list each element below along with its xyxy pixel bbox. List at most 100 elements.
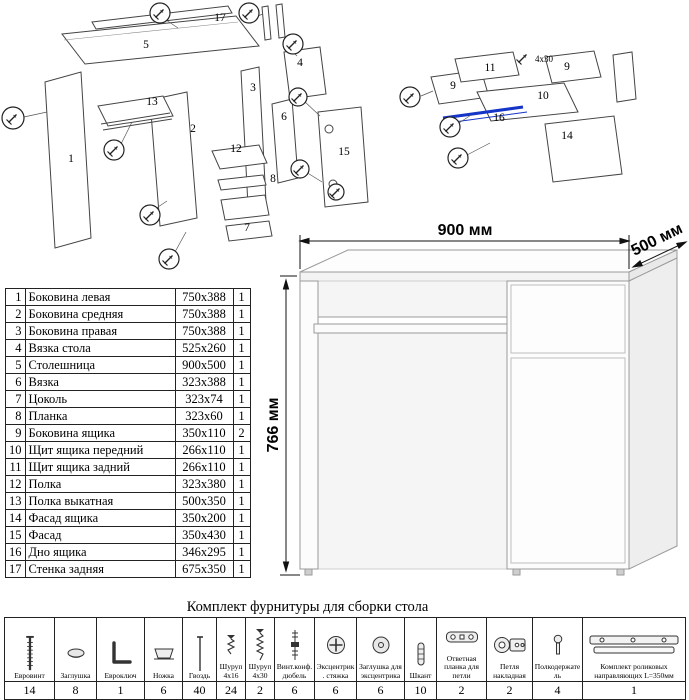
part-label-8: 8 <box>270 173 276 185</box>
part-num: 13 <box>5 492 26 510</box>
desk-foot <box>304 568 313 576</box>
hardware-callout-icon <box>158 248 180 270</box>
part-name: Щит ящика передний <box>24 441 176 459</box>
part-label-14: 14 <box>561 130 573 142</box>
part-name: Фасад ящика <box>24 509 176 527</box>
part-qty: 1 <box>232 390 251 408</box>
cap-icon <box>56 636 95 672</box>
part-name: Фасад <box>24 526 176 544</box>
door-front <box>510 357 626 564</box>
hex-key-icon <box>98 636 143 672</box>
hardware-item-label: Шкант <box>409 670 432 680</box>
hardware-item-label: Шуруп 4x30 <box>248 662 272 680</box>
part-size: 323x388 <box>174 373 234 391</box>
hardware-item-label: Ответная планка для петли <box>444 654 479 680</box>
part-label-5: 5 <box>143 39 149 51</box>
part-qty: 1 <box>232 373 251 391</box>
part-size: 900x500 <box>174 356 234 374</box>
part-label-15: 15 <box>338 146 350 158</box>
drawer-side-right-panel <box>544 50 602 84</box>
lower-slat-panel <box>225 220 273 242</box>
part-size: 346x295 <box>174 543 234 561</box>
part-name: Столешница <box>24 356 176 374</box>
hardware-item: Шуруп 4x30 <box>245 617 275 682</box>
desk-dimension-view: 900 мм 500 мм 766 мм <box>265 220 688 576</box>
part-num: 5 <box>5 356 26 374</box>
part-num: 10 <box>5 441 26 459</box>
hardware-item-label: Винт.конф. дюбель <box>276 662 313 680</box>
hardware-item-qty: 2 <box>436 680 487 700</box>
desk-foot <box>512 568 521 576</box>
hardware-callout-icon <box>447 147 469 169</box>
hardware-item: Гвоздь <box>182 617 217 682</box>
drawer-back-panel <box>454 51 520 83</box>
hardware-item-label: Полкодержатель <box>534 662 581 680</box>
hardware-item-label: Петля накладная <box>493 662 526 680</box>
desk-top-front-edge <box>299 271 630 282</box>
part-qty: 1 <box>232 288 251 306</box>
part-size: 350x430 <box>174 526 234 544</box>
part-size: 266x110 <box>174 441 234 459</box>
part-num: 7 <box>5 390 26 408</box>
hardware-item-qty: 1 <box>582 680 686 700</box>
wooden-dowel-icon <box>406 636 435 672</box>
plinth-panel <box>220 194 270 221</box>
part-num: 15 <box>5 526 26 544</box>
hardware-item: Евровинт <box>4 617 55 682</box>
desk-foot <box>616 568 625 576</box>
part-num: 16 <box>5 543 26 561</box>
part-name: Щит ящика задний <box>24 458 176 476</box>
hardware-callouts <box>399 86 469 169</box>
part-num: 6 <box>5 373 26 391</box>
part-qty: 1 <box>232 492 251 510</box>
drawer-exploded-diagram: 4x30 9 11 9 10 16 14 <box>399 50 637 183</box>
part-name: Планка <box>24 407 176 425</box>
hardware-item: Заглушка <box>54 617 97 682</box>
part-name: Вязка стола <box>24 339 176 357</box>
part-size: 500x350 <box>174 492 234 510</box>
hardware-item-label: Гвоздь <box>188 670 211 680</box>
part-qty: 1 <box>232 322 251 340</box>
hardware-item: Петля накладная <box>486 617 533 682</box>
hardware-item: Ответная планка для петли <box>436 617 487 682</box>
part-num: 4 <box>5 339 26 357</box>
confirmat-screw-icon <box>6 635 53 672</box>
part-label-11: 11 <box>484 62 495 74</box>
part-label-13: 13 <box>146 96 158 108</box>
pullout-shelf-panel <box>97 95 174 127</box>
hardware-table: Евровинт Заглушка Евроключ Ножка Гвоздь <box>4 617 686 700</box>
drawer-slide-rail <box>442 105 524 120</box>
part-num: 3 <box>5 322 26 340</box>
cam-lock-icon <box>316 627 355 663</box>
part-label-1: 1 <box>68 153 74 165</box>
hardware-item: Винт.конф. дюбель <box>274 617 315 682</box>
height-dimension: 766 мм <box>265 398 282 453</box>
hardware-item: Евроключ <box>96 617 145 682</box>
screw-size-annotation: 4x30 <box>535 54 554 64</box>
hardware-item-label: Шуруп 4x16 <box>219 662 243 680</box>
part-name: Дно ящика <box>24 543 176 561</box>
hardware-item-qty: 8 <box>54 680 97 700</box>
part-label-2: 2 <box>190 123 196 135</box>
part-label-16: 16 <box>493 112 505 124</box>
part-qty: 2 <box>232 424 251 442</box>
foot-icon <box>146 636 181 672</box>
drawer-strip-panel <box>612 51 637 103</box>
hardware-callout-icon <box>288 87 308 107</box>
screw-4x30-icon <box>247 627 273 663</box>
hardware-item-qty: 1 <box>96 680 145 700</box>
hardware-callout-icon <box>290 159 310 179</box>
part-name: Вязка <box>24 373 176 391</box>
part-size: 750x388 <box>174 288 234 306</box>
part-label-9: 9 <box>450 80 456 92</box>
hardware-callout-icon <box>149 2 171 24</box>
hardware-callout-icon <box>399 86 421 108</box>
top-bar-2 <box>275 3 286 39</box>
part-size: 675x350 <box>174 560 234 578</box>
